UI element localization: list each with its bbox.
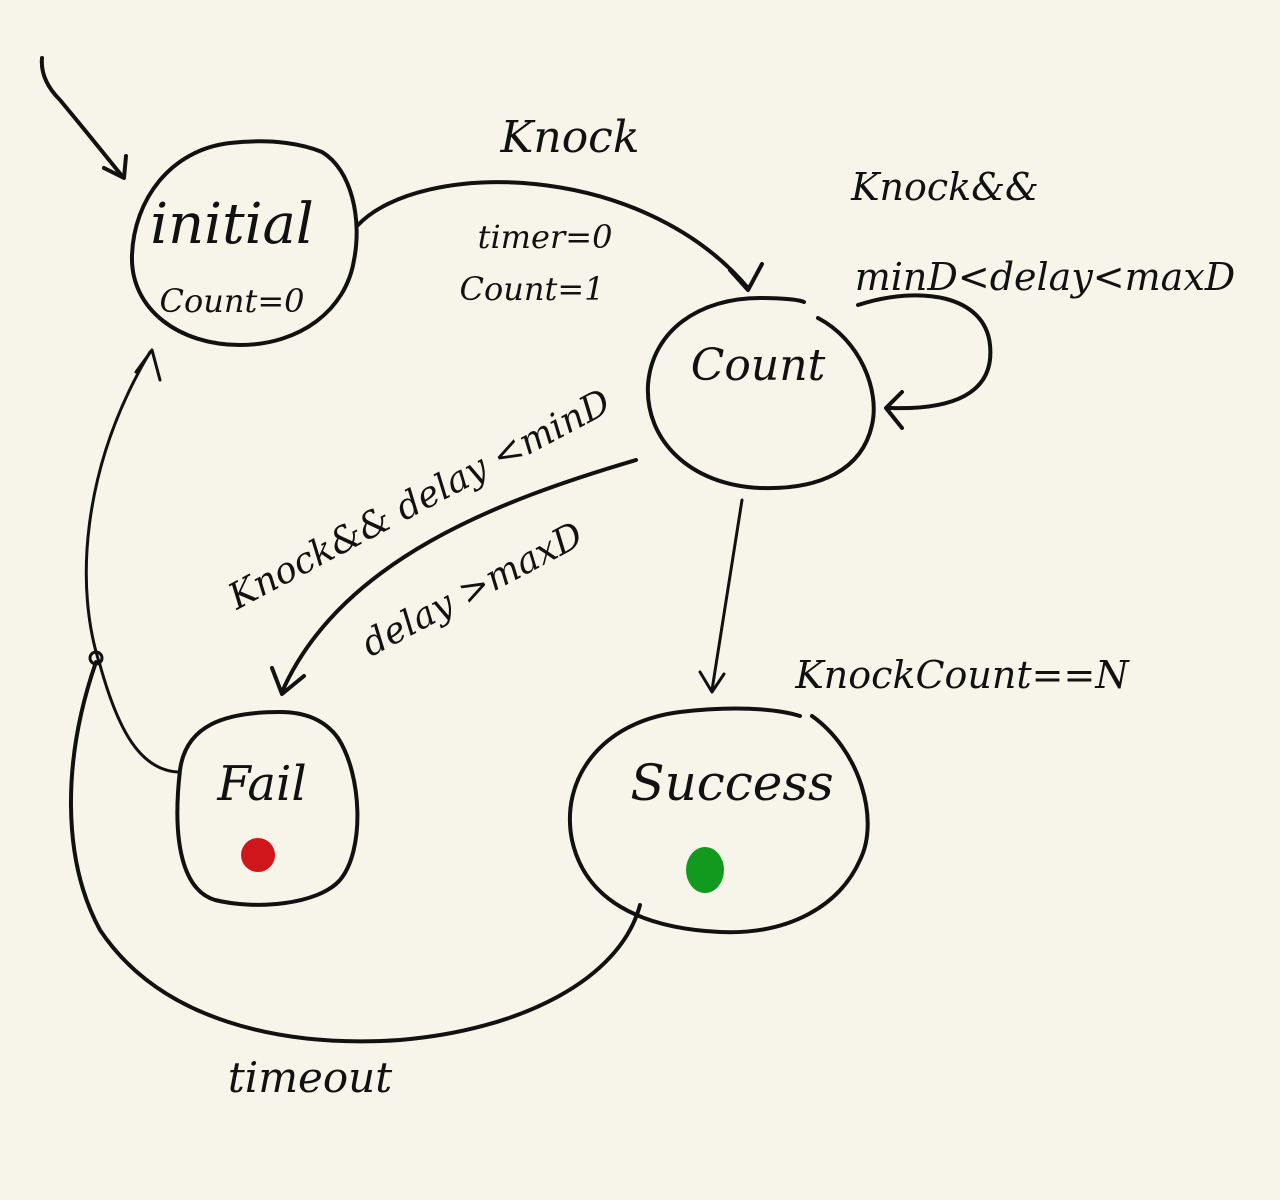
transition-count-self-arrowhead [884,390,904,430]
transition-initial-to-count-event: Knock [499,112,639,163]
transition-success-to-initial-line [69,660,642,1044]
entry-arrow [39,56,124,178]
state-initial-action: Count=0 [160,282,305,320]
transition-initial-to-count-arrowhead [728,262,764,292]
transition-count-to-fail-arrowhead [270,666,306,696]
transition-count-to-fail-guard-1: Knock&& delay <minD [221,382,618,619]
transition-fail-to-initial-arrowhead [134,348,162,382]
transition-initial-to-count-action-2: Count=1 [460,270,605,308]
state-success-name: Success [630,754,833,812]
transition-count-self-guard-2: minD<delay<maxD [855,255,1235,299]
state-initial-name: initial [150,192,314,257]
transition-count-to-success-guard: KnockCount==N [794,653,1130,697]
state-fail[interactable]: Fail [175,710,360,907]
transition-count-to-fail-line [280,458,638,694]
state-fail-circle [175,710,360,907]
state-fail-indicator [241,838,275,872]
state-count-circle [645,296,876,491]
state-initial-circle [129,139,359,347]
transition-success-to-initial-event: timeout [228,1053,392,1102]
state-fail-name: Fail [216,756,306,812]
state-success-circle [567,706,870,935]
transition-count-self-guard-1: Knock&& [850,165,1039,209]
state-count-name: Count [691,340,826,391]
state-initial[interactable]: initial Count=0 [129,139,359,347]
transition-count-to-success-line [710,498,744,692]
transition-count-to-success-arrowhead [698,670,726,694]
transition-initial-to-count-action-1: timer=0 [478,218,613,256]
state-success-indicator [686,847,724,893]
transition-initial-to-count-line [356,180,750,290]
entry-arrowhead [102,154,128,180]
transition-count-self-loop [856,293,993,411]
state-count[interactable]: Count [645,296,876,491]
state-success[interactable]: Success [567,706,870,935]
transition-fail-to-initial-line [84,350,180,774]
